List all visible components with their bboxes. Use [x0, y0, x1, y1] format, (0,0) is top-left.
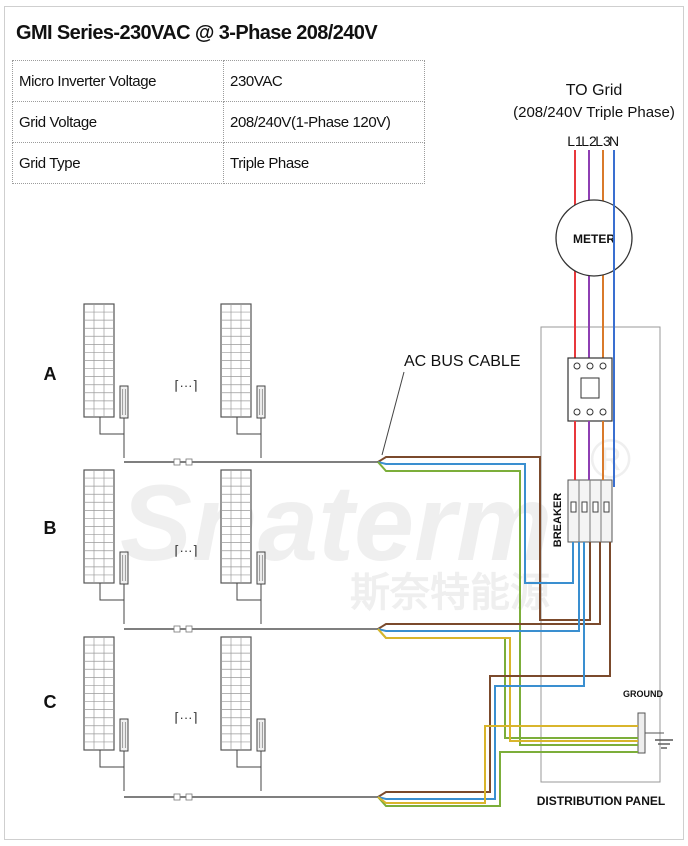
- micro-inverter: [256, 718, 266, 752]
- grid-title: TO Grid: [566, 82, 623, 99]
- micro-inverter: [119, 385, 129, 419]
- spec-label: Grid Voltage: [12, 101, 224, 143]
- switch-terminal: [599, 362, 607, 370]
- micro-inverter: [119, 551, 129, 585]
- switch-terminal: [586, 408, 594, 416]
- wire-row-c-g: [377, 751, 638, 807]
- wire-row-b-pe: [377, 628, 638, 742]
- pv-panels: [83, 303, 266, 791]
- distribution-panel-label: DISTRIBUTION PANEL: [537, 794, 665, 808]
- spec-row: Grid Type Triple Phase: [12, 142, 425, 184]
- switch-terminal: [573, 362, 581, 370]
- dc-lead: [236, 583, 262, 601]
- phase-label-l1: L1: [567, 133, 583, 149]
- wire-row-a-n: [377, 461, 574, 584]
- breaker: BREAKER: [552, 479, 613, 547]
- breaker-toggle: [592, 501, 599, 513]
- ground-label: GROUND: [623, 689, 663, 699]
- ground-bus: GROUND: [623, 689, 673, 754]
- cable-break-mark: [185, 625, 193, 633]
- watermark-cn: 斯奈特能源: [350, 571, 550, 615]
- ellipsis: ⌈···⌉: [174, 543, 197, 558]
- ac-bus-label: AC BUS CABLE: [404, 353, 520, 370]
- spec-label: Grid Type: [12, 142, 224, 184]
- micro-inverter: [256, 385, 266, 419]
- spec-value: 230VAC: [223, 60, 425, 102]
- watermark: Snaterm ® 斯奈特能源: [120, 427, 631, 615]
- wire-row-c-l3: [377, 542, 611, 798]
- row-label-c: C: [44, 692, 57, 712]
- switch-terminal: [586, 362, 594, 370]
- spec-row: Micro Inverter Voltage 230VAC: [12, 60, 425, 102]
- grid-subtitle: (208/240V Triple Phase): [513, 104, 675, 121]
- wire-row-b-l2: [377, 542, 601, 630]
- outer-frame: [4, 6, 684, 840]
- wire-row-a-g: [377, 461, 638, 746]
- cable-break-mark: [185, 458, 193, 466]
- ac-trunks: [124, 458, 378, 801]
- phase-label-l2: L2: [581, 133, 597, 149]
- meter-label: METER: [573, 232, 615, 246]
- wire-row-a-l1: [377, 456, 591, 621]
- switch-terminal: [573, 408, 581, 416]
- breaker-toggle: [581, 501, 588, 513]
- watermark-text: Snaterm: [120, 462, 552, 583]
- ellipsis: ⌈···⌉: [174, 378, 197, 393]
- row-label-b: B: [44, 518, 57, 538]
- row-label-a: A: [44, 364, 57, 384]
- dc-lead: [99, 750, 125, 768]
- ellipsis: ⌈···⌉: [174, 710, 197, 725]
- wire-row-b-n: [377, 542, 580, 632]
- micro-inverter: [119, 718, 129, 752]
- cable-break-mark: [185, 793, 193, 801]
- breaker-toggle: [570, 501, 577, 513]
- spec-table: Micro Inverter Voltage 230VAC Grid Volta…: [12, 60, 425, 184]
- ac-bus-pointer: [381, 371, 405, 456]
- wire-row-b-g: [377, 628, 638, 739]
- breaker-toggle: [603, 501, 610, 513]
- micro-inverter: [256, 551, 266, 585]
- spec-value: Triple Phase: [223, 142, 425, 184]
- breaker-label: BREAKER: [552, 493, 564, 547]
- cable-break-mark: [173, 458, 181, 466]
- dc-lead: [99, 417, 125, 435]
- switch-terminal: [599, 408, 607, 416]
- dc-lead: [236, 750, 262, 768]
- phase-label-n: N: [609, 133, 619, 149]
- dc-lead: [236, 417, 262, 435]
- wire-row-c-n: [377, 542, 585, 800]
- spec-label: Micro Inverter Voltage: [12, 60, 224, 102]
- wire-row-c-pe: [377, 725, 638, 804]
- switch-lever: [580, 377, 600, 399]
- cable-break-mark: [173, 793, 181, 801]
- dc-lead: [99, 583, 125, 601]
- page-title: GMI Series-230VAC @ 3-Phase 208/240V: [16, 22, 378, 44]
- phase-label-l3: L3: [595, 133, 611, 149]
- ground-bar: [637, 712, 646, 754]
- cable-break-mark: [173, 625, 181, 633]
- phase-wiring: [377, 150, 638, 807]
